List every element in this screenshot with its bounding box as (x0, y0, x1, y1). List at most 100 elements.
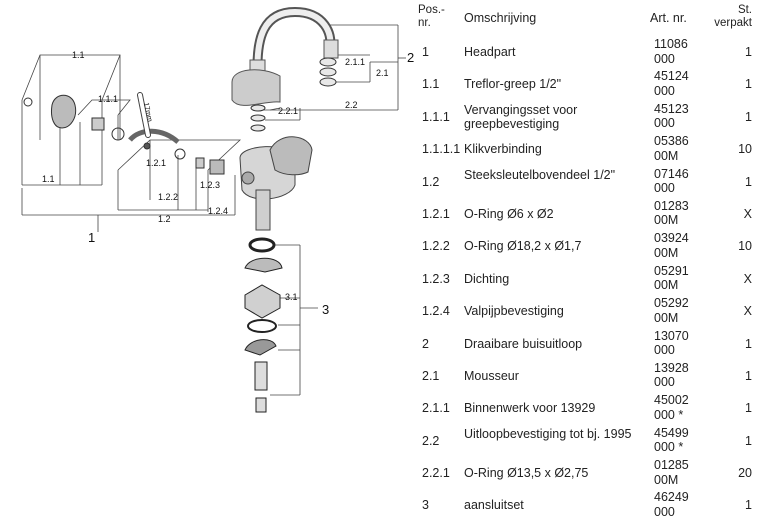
row-pos: 1.1 (422, 77, 440, 92)
row-pos: 3 (422, 498, 429, 513)
row-article-number: 05291 00M (654, 263, 689, 293)
label-3: 3 (322, 302, 329, 317)
label-1-2-2: 1.2.2 (158, 192, 178, 202)
row-pos: 1.1.1.1 (422, 142, 461, 157)
row-quantity: 1 (745, 77, 752, 92)
row-quantity: X (743, 206, 752, 221)
label-3-1: 3.1 (285, 292, 298, 302)
row-article-number: 05292 00M (654, 296, 689, 325)
row-quantity: 1 (745, 433, 752, 448)
label-1-2-1: 1.2.1 (146, 158, 166, 168)
row-pos: 1.1.1 (422, 109, 450, 124)
row-description: O-Ring Ø13,5 x Ø2,75 (464, 466, 589, 481)
row-description: Uitloopbevestiging tot bj. 1995 (464, 426, 632, 441)
row-pos: 1 (422, 45, 429, 59)
label-1-2-3: 1.2.3 (200, 180, 220, 190)
label-1-2: 1.2 (158, 214, 171, 224)
row-quantity: 1 (745, 174, 752, 189)
row-pos: 1.2.3 (422, 271, 450, 286)
row-pos: 2.2.1 (422, 466, 450, 481)
row-description: Draaibare buisuitloop (464, 336, 583, 351)
table-row: 2.2 Uitloopbevestiging tot bj. 1995 45499 … (418, 425, 758, 457)
row-description: O-Ring Ø6 x Ø2 (464, 206, 554, 221)
table-row: 1.2 Steeksleutelbovendeel 1/2" 07146 000 1 (418, 166, 758, 198)
row-pos: 1.2.1 (422, 206, 450, 221)
spout-mount (231, 69, 281, 106)
row-description: Steeksleutelbovendeel 1/2" (464, 167, 616, 182)
table-row: 3 aansluitset 46249 000 1 (418, 489, 758, 521)
label-1-2-4: 1.2.4 (208, 206, 228, 216)
table-row: 1 Headpart 11086 000 1 (418, 36, 758, 68)
valve-body (239, 136, 313, 231)
row-pos: 1.2.2 (422, 239, 450, 254)
table-row: 1.2.3 Dichting 05291 00M X (418, 263, 758, 295)
label-1-1-bottom: 1.1 (42, 174, 55, 184)
row-description: Dichting (464, 271, 510, 286)
row-description: aansluitset (464, 498, 524, 513)
row-pos: 1.2.4 (422, 304, 450, 319)
row-quantity: 20 (738, 466, 752, 481)
header-pos: Pos.- nr. (418, 4, 445, 29)
label-1-1-1: 1.1.1 (98, 94, 118, 104)
row-quantity: 10 (738, 239, 752, 254)
table-header: Pos.- nr. Omschrijving Art. nr. St. verp… (418, 2, 758, 36)
row-description: O-Ring Ø18,2 x Ø1,7 (464, 239, 582, 254)
row-description: Headpart (464, 45, 516, 59)
label-2: 2 (407, 50, 414, 65)
header-art: Art. nr. (650, 11, 687, 25)
row-article-number: 45499 000 * (654, 425, 689, 455)
row-description: Klikverbinding (464, 142, 542, 157)
row-quantity: 1 (745, 109, 752, 124)
exploded-parts-diagram: 1.1 1.1.1 1.1 1.2.1 1.2.2 1.2.3 1.2.4 1.… (21, 6, 414, 413)
label-1-1: 1.1 (72, 50, 85, 60)
label-2-2: 2.2 (345, 100, 358, 110)
row-description: Treflor-greep 1/2" (464, 77, 562, 92)
header-qty: St. verpakt (714, 4, 752, 29)
table-row: 1.1.1 Vervangingsset voor greepbevestigin… (418, 101, 758, 133)
row-article-number: 45124 000 (654, 69, 689, 98)
row-pos: 2.2 (422, 433, 440, 448)
header-desc: Omschrijving (464, 11, 537, 25)
label-1: 1 (88, 230, 95, 245)
row-article-number: 13070 000 (654, 328, 689, 358)
row-article-number: 03924 00M (654, 231, 689, 260)
label-wrench: 17mm (142, 102, 153, 123)
row-article-number: 45002 000 * (654, 393, 689, 422)
row-article-number: 46249 000 (654, 490, 689, 519)
parts-table: Pos.- nr. Omschrijving Art. nr. St. verp… (418, 2, 758, 522)
row-article-number: 05386 00M (654, 134, 689, 163)
row-pos: 2.1.1 (422, 401, 450, 416)
row-article-number: 07146 000 (654, 166, 689, 196)
row-article-number: 45123 000 (654, 101, 689, 131)
row-quantity: X (743, 271, 752, 286)
wrench-icon (137, 92, 151, 138)
label-2-2-1: 2.2.1 (278, 106, 298, 116)
row-description: Valpijpbevestiging (464, 304, 564, 319)
row-description: Vervangingsset voor greepbevestiging (464, 102, 578, 132)
table-row: 1.2.2 O-Ring Ø18,2 x Ø1,7 03924 00M 10 (418, 230, 758, 262)
row-quantity: 1 (745, 368, 752, 383)
row-quantity: 1 (745, 45, 752, 59)
table-row: 2.1 Mousseur 13928 000 1 (418, 360, 758, 392)
row-pos: 2.1 (422, 368, 440, 383)
label-2-1-1: 2.1.1 (345, 57, 365, 67)
row-description: Mousseur (464, 368, 519, 383)
row-quantity: 10 (738, 142, 752, 157)
table-body: 1 Headpart 11086 000 1 1.1 Treflor-greep 1/2"… (418, 36, 758, 522)
row-pos: 1.2 (422, 174, 440, 189)
row-quantity: 1 (745, 336, 752, 351)
table-row: 1.2.1 O-Ring Ø6 x Ø2 01283 00M X (418, 198, 758, 230)
table-row: 2 Draaibare buisuitloop 13070 000 1 (418, 328, 758, 360)
row-article-number: 01283 00M (654, 198, 689, 228)
row-quantity: 1 (745, 401, 752, 416)
row-pos: 2 (422, 336, 429, 351)
table-row: 1.1 Treflor-greep 1/2" 45124 000 1 (418, 68, 758, 100)
label-2-1: 2.1 (376, 68, 389, 78)
row-article-number: 13928 000 (654, 360, 689, 390)
row-article-number: 11086 000 (654, 37, 688, 66)
row-quantity: 1 (745, 498, 752, 513)
